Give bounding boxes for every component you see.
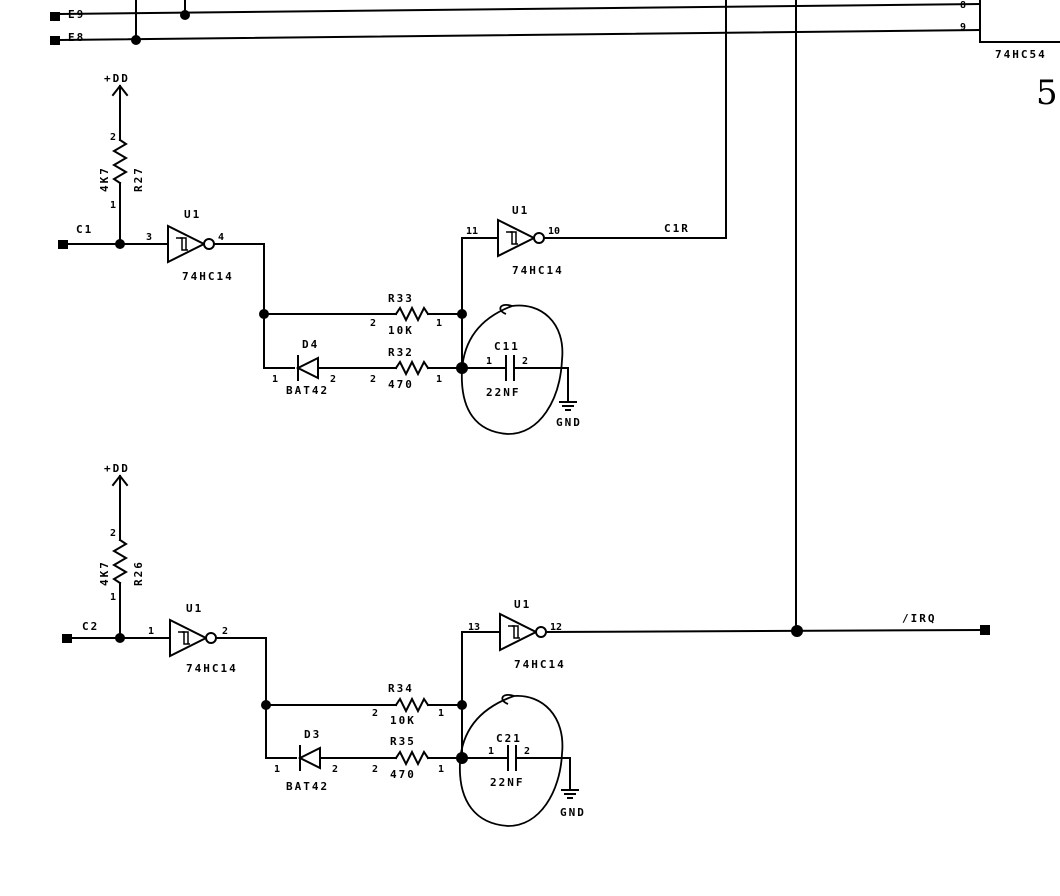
svg-text:1: 1 [438, 764, 444, 775]
connector-pad-e8 [50, 36, 60, 45]
ic-74hc54-body [979, 0, 1060, 43]
junction-dot [457, 700, 467, 710]
resistor-r32-icon [394, 359, 430, 377]
gnd-label: GND [556, 416, 582, 429]
input-pad-c2 [62, 634, 72, 643]
svg-text:2: 2 [332, 764, 338, 775]
r26-ref: R26 [132, 560, 145, 586]
svg-text:1: 1 [488, 746, 494, 757]
svg-text:1: 1 [438, 708, 444, 719]
gate-in-ref: U1 [184, 208, 201, 221]
d4-ref: D4 [302, 338, 319, 351]
svg-text:1: 1 [486, 356, 492, 367]
r26-value: 4K7 [98, 560, 111, 586]
resistor-r26-icon [112, 538, 128, 585]
svg-text:2: 2 [222, 626, 228, 637]
svg-text:2: 2 [372, 708, 378, 719]
junction-dot [131, 35, 141, 45]
input-pad-c1 [58, 240, 68, 249]
svg-text:4: 4 [218, 232, 224, 243]
svg-text:2: 2 [524, 746, 530, 757]
handwritten-circle [459, 695, 564, 827]
junction-dot [115, 239, 125, 249]
d4-part: BAT42 [286, 384, 329, 397]
input-label-c1: C1 [76, 223, 93, 236]
svg-text:1: 1 [436, 374, 442, 385]
channel-2-circuit: +DD 2 1 4K7 R26 C2 1 U1 2 74HC14 R34 10K… [62, 462, 990, 827]
svg-text:13: 13 [468, 622, 480, 633]
svg-text:9: 9 [960, 22, 966, 33]
r32-ref: R32 [388, 346, 414, 359]
gate-out-part: 74HC14 [512, 264, 564, 277]
input-label-c2: C2 [82, 620, 99, 633]
c21-ref: C21 [496, 732, 522, 745]
gate-in-part: 74HC14 [182, 270, 234, 283]
svg-text:12: 12 [550, 622, 562, 633]
r34-ref: R34 [388, 682, 414, 695]
resistor-r34-icon [394, 696, 430, 714]
junction-dot [115, 633, 125, 643]
ground-icon [561, 789, 579, 799]
c11-ref: C11 [494, 340, 520, 353]
svg-text:2: 2 [522, 356, 528, 367]
r35-value: 470 [390, 768, 416, 781]
svg-text:10: 10 [548, 226, 560, 237]
svg-text:2: 2 [370, 318, 376, 329]
gate-out-ref: U1 [514, 598, 531, 611]
resistor-r27-icon [112, 138, 128, 185]
svg-text:8: 8 [960, 0, 966, 11]
net-label-e8: E8 [68, 31, 85, 44]
junction-dot [457, 309, 467, 319]
svg-text:2: 2 [110, 528, 116, 539]
output-pad-irq [980, 625, 990, 635]
r34-value: 10K [390, 714, 416, 727]
r33-value: 10K [388, 324, 414, 337]
svg-text:2: 2 [330, 374, 336, 385]
svg-text:2: 2 [370, 374, 376, 385]
r32-value: 470 [388, 378, 414, 391]
svg-text:11: 11 [466, 226, 478, 237]
d3-ref: D3 [304, 728, 321, 741]
c1r-label: C1R [664, 222, 690, 235]
junction-dot [791, 625, 803, 637]
handwritten-circle [461, 304, 564, 435]
svg-text:1: 1 [110, 592, 116, 603]
r27-value: 4K7 [98, 166, 111, 192]
resistor-r35-icon [394, 749, 430, 767]
vdd-label: +DD [104, 72, 130, 85]
c21-value: 22NF [490, 776, 525, 789]
diode-d3-icon [297, 746, 321, 770]
svg-text:1: 1 [148, 626, 154, 637]
gate-out-part: 74HC14 [514, 658, 566, 671]
handwritten-mark: 5 [1036, 73, 1058, 113]
svg-text:1: 1 [272, 374, 278, 385]
svg-text:2: 2 [110, 132, 116, 143]
c11-value: 22NF [486, 386, 521, 399]
gnd-label: GND [560, 806, 586, 819]
ground-icon [559, 401, 577, 411]
r33-ref: R33 [388, 292, 414, 305]
resistor-r33-icon [394, 305, 430, 323]
ic-74hc54-label: 74HC54 [995, 48, 1047, 61]
connector-pad-e9 [50, 12, 60, 21]
diode-d4-icon [295, 356, 319, 380]
svg-text:1: 1 [436, 318, 442, 329]
channel-1-circuit: +DD 2 1 4K7 R27 C1 3 U1 4 74HC14 R33 10K… [58, 72, 727, 435]
svg-text:3: 3 [146, 232, 152, 243]
svg-text:1: 1 [274, 764, 280, 775]
svg-text:1: 1 [110, 200, 116, 211]
gate-in-ref: U1 [186, 602, 203, 615]
r27-ref: R27 [132, 166, 145, 192]
top-bus-fragment: E9 E8 8 9 74HC54 5 [50, 0, 1060, 113]
d3-part: BAT42 [286, 780, 329, 793]
vdd-label: +DD [104, 462, 130, 475]
bus-wire-e9 [58, 2, 982, 16]
bus-wire-e8 [58, 28, 982, 42]
gate-in-part: 74HC14 [186, 662, 238, 675]
gate-out-ref: U1 [512, 204, 529, 217]
irq-label: /IRQ [902, 612, 937, 625]
r35-ref: R35 [390, 735, 416, 748]
svg-text:2: 2 [372, 764, 378, 775]
